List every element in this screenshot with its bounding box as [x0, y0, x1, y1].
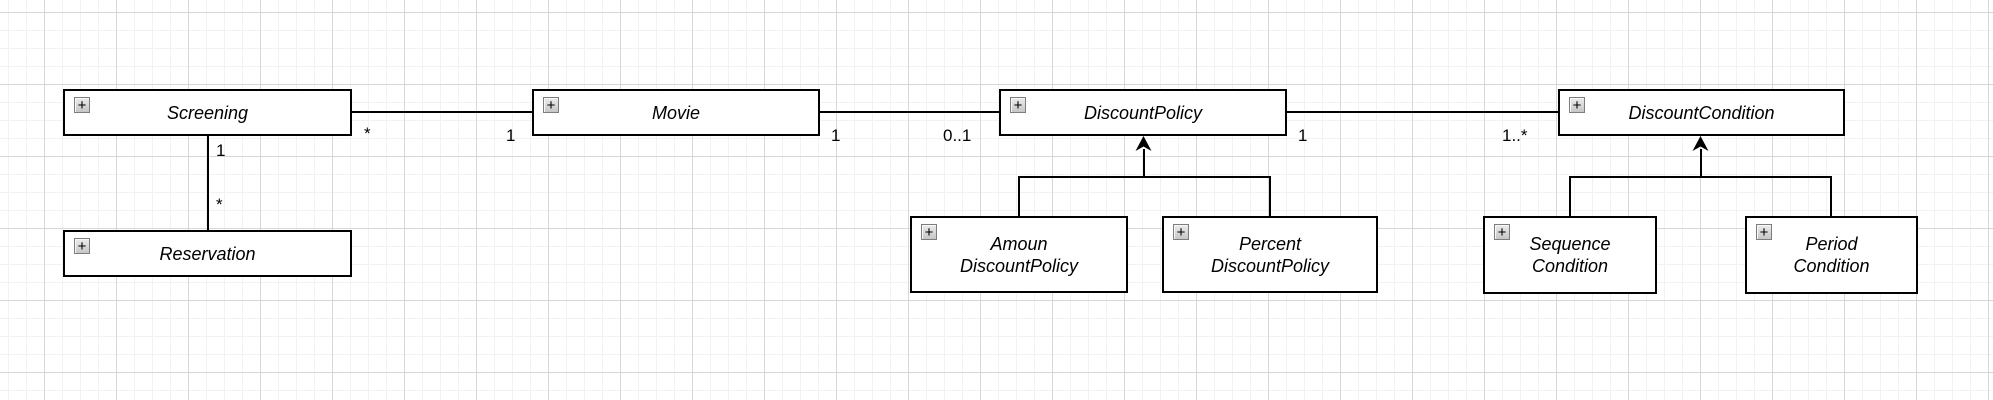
expand-icon[interactable]: + — [543, 97, 559, 113]
association-discountpolicy-discountcondition-line[interactable] — [1287, 111, 1558, 113]
generalization-amoun-stub-line[interactable] — [1018, 176, 1020, 216]
generalization-period-stub-line[interactable] — [1830, 176, 1832, 216]
expand-icon[interactable]: + — [1173, 224, 1189, 240]
multiplicity-label: 1..* — [1502, 126, 1528, 145]
association-screening-movie-line[interactable] — [352, 111, 532, 113]
multiplicity-label: 1 — [506, 126, 516, 145]
multiplicity-label: 1 — [216, 141, 226, 160]
multiplicity-label: * — [216, 195, 223, 214]
class-discount-policy[interactable]: + DiscountPolicy — [999, 89, 1287, 136]
generalization-percent-stub-line[interactable] — [1269, 176, 1271, 216]
generalization-discountcondition-shaft-line[interactable] — [1700, 149, 1702, 178]
multiplicity-label: * — [364, 124, 371, 143]
expand-icon[interactable]: + — [74, 97, 90, 113]
expand-icon[interactable]: + — [921, 224, 937, 240]
class-movie[interactable]: + Movie — [532, 89, 820, 136]
expand-icon[interactable]: + — [1569, 97, 1585, 113]
multiplicity-label: 1 — [1298, 126, 1308, 145]
class-discount-condition[interactable]: + DiscountCondition — [1558, 89, 1845, 136]
class-name: DiscountCondition — [1628, 102, 1775, 123]
expand-icon[interactable]: + — [1010, 97, 1026, 113]
multiplicity-label: 0..1 — [943, 126, 972, 145]
generalization-arrow-icon — [1135, 136, 1152, 151]
class-name: Reservation — [159, 243, 256, 264]
generalization-arrow-icon — [1692, 136, 1709, 151]
expand-icon[interactable]: + — [1756, 224, 1772, 240]
association-movie-discountpolicy-line[interactable] — [820, 111, 999, 113]
expand-icon[interactable]: + — [1494, 224, 1510, 240]
generalization-discountpolicy-shaft-line[interactable] — [1143, 149, 1145, 178]
association-screening-reservation-line[interactable] — [207, 136, 209, 230]
class-name: DiscountPolicy — [1083, 102, 1203, 123]
class-name: Movie — [651, 102, 700, 123]
class-reservation[interactable]: + Reservation — [63, 230, 352, 277]
class-screening[interactable]: + Screening — [63, 89, 352, 136]
generalization-sequence-stub-line[interactable] — [1569, 176, 1571, 216]
multiplicity-label: 1 — [831, 126, 841, 145]
expand-icon[interactable]: + — [74, 238, 90, 254]
class-name: Screening — [166, 102, 249, 123]
